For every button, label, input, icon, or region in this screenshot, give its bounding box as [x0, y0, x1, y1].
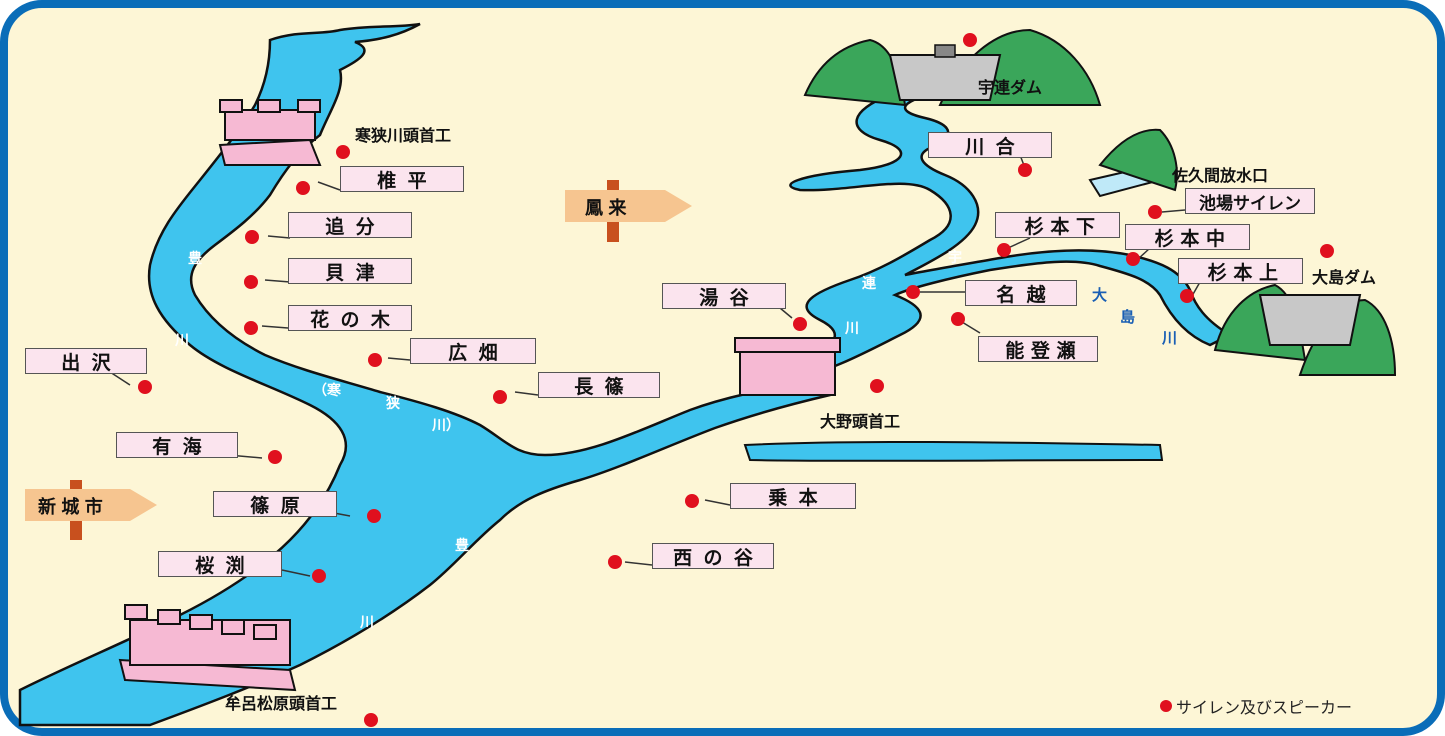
river-text-ohshima-kawa: 川 [1162, 329, 1178, 347]
place-notose: 能登瀬 [978, 336, 1098, 362]
place-arumi: 有海 [116, 432, 238, 458]
sakuma-outlet-label: 佐久間放水口 [1172, 166, 1269, 185]
ohshima-dam-structure [1258, 294, 1362, 346]
place-sakurabuchi: 桜渕 [158, 551, 282, 577]
place-nagoshi: 名越 [965, 280, 1077, 306]
place-shiihira: 椎平 [340, 166, 464, 192]
river-text-oo: 大 [1092, 286, 1108, 304]
place-kaizu: 貝津 [288, 258, 412, 284]
kansa-weir-structure [218, 99, 322, 166]
place-nagashino: 長篠 [538, 372, 660, 398]
place-hirohata: 広畑 [410, 338, 536, 364]
place-nishinoya: 西の谷 [652, 543, 774, 569]
river-text-ren: 連 [862, 276, 876, 292]
place-sugimoto-kami: 杉本上 [1178, 258, 1303, 284]
ure-river [787, 90, 1233, 382]
river-text-kawa1: 川 [175, 333, 189, 349]
ure-dam-structure [888, 54, 1002, 101]
place-shinohara: 篠原 [213, 491, 337, 517]
river-text-toyo2: 豊 [455, 538, 469, 554]
river-text-kawa2: 川 [360, 615, 374, 631]
mure-weir-label: 牟呂松原頭首工 [225, 694, 338, 713]
shinshiro-sign-board [25, 489, 157, 521]
hourai-sign-text: 鳳来 [585, 198, 632, 219]
ure-dam-label: 宇連ダム [978, 78, 1043, 97]
mountain [1098, 128, 1178, 192]
place-ikeba-siren: 池場サイレン [1185, 188, 1315, 214]
shinshiro-sign-text: 新城市 [38, 497, 109, 518]
river-text-kanpa-open: （寒 [313, 383, 341, 399]
river-text-kanpa-close: 川） [432, 418, 460, 434]
legend: サイレン及びスピーカー [1160, 694, 1352, 718]
river-branch [743, 440, 1164, 462]
ohshima-dam-label: 大島ダム [1312, 268, 1377, 287]
river-text-toyo1: 豊 [188, 251, 202, 267]
ono-weir-label: 大野頭首工 [820, 412, 901, 431]
river-text-kanpa-mid: 狭 [386, 396, 400, 412]
siren-dots [138, 33, 1334, 727]
place-yuya: 湯谷 [662, 283, 786, 309]
place-sugimoto-shita: 杉本下 [995, 212, 1120, 238]
ono-weir-structure [734, 337, 841, 396]
legend-text: サイレン及びスピーカー [1176, 698, 1353, 717]
river-text-ure-kawa: 川 [845, 321, 859, 337]
river-text-shima: 島 [1120, 308, 1136, 326]
place-sugimoto-naka: 杉本中 [1125, 224, 1250, 250]
hourai-sign-board [565, 190, 692, 222]
place-norimoto: 乗本 [730, 483, 856, 509]
legend-dot [1160, 700, 1172, 712]
toyo-river [18, 22, 833, 727]
kansa-weir-label: 寒狭川頭首工 [355, 126, 452, 145]
river-text-u: 宇 [948, 250, 962, 266]
mure-weir-structure [118, 604, 297, 692]
place-hananoki: 花の木 [288, 305, 412, 331]
dam-gate [934, 44, 956, 58]
place-oiwake: 追分 [288, 212, 412, 238]
place-kawai: 川合 [928, 132, 1052, 158]
place-ideza: 出沢 [25, 348, 147, 374]
